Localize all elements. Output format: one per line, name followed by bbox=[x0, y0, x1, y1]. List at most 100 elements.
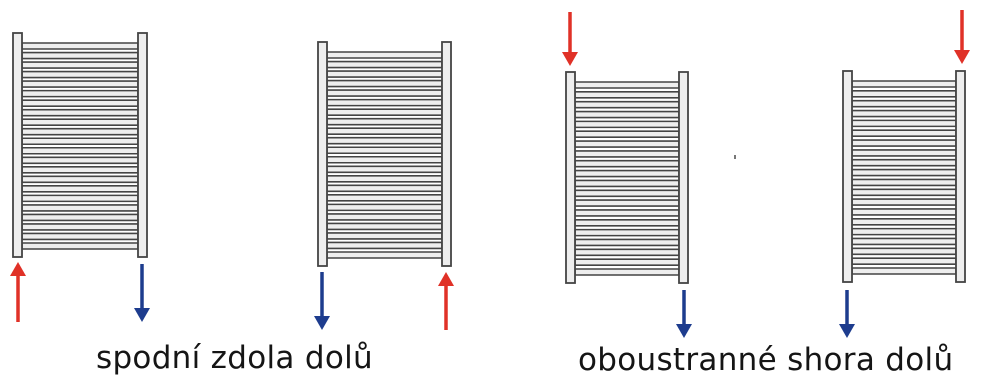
radiator-tube bbox=[326, 203, 443, 212]
radiator-tube bbox=[851, 109, 957, 118]
radiator-tube bbox=[21, 213, 139, 222]
radiator-tube bbox=[574, 179, 680, 188]
arrow-head bbox=[676, 324, 692, 338]
radiator-left-column bbox=[842, 70, 853, 283]
radiator-tube bbox=[574, 130, 680, 139]
radiator-tube bbox=[326, 175, 443, 183]
radiator-left-column bbox=[565, 71, 576, 284]
radiator-4 bbox=[842, 70, 966, 283]
radiator-tube bbox=[851, 178, 957, 187]
radiator-tube bbox=[574, 169, 680, 178]
radiator-right-column bbox=[441, 41, 452, 267]
supply-arrow-radiator-3 bbox=[562, 12, 578, 66]
radiator-tube bbox=[326, 136, 443, 145]
radiator-tube bbox=[574, 218, 680, 227]
radiator-tube bbox=[21, 61, 139, 69]
radiator-tube bbox=[851, 119, 957, 128]
radiator-left-column bbox=[317, 41, 328, 267]
supply-arrow-radiator-4 bbox=[954, 10, 970, 64]
radiator-left-column bbox=[12, 32, 23, 258]
radiator-tube bbox=[574, 258, 680, 266]
arrow-head bbox=[10, 262, 26, 276]
radiator-tube bbox=[326, 146, 443, 155]
radiator-tube bbox=[851, 227, 957, 236]
radiator-1 bbox=[12, 32, 148, 258]
arrow-head bbox=[134, 308, 150, 322]
arrow-head bbox=[839, 324, 855, 338]
arrow-head bbox=[438, 272, 454, 286]
radiator-tube bbox=[326, 222, 443, 231]
radiator-tube bbox=[851, 80, 957, 88]
radiator-tube bbox=[851, 139, 957, 147]
radiator-tube bbox=[21, 70, 139, 79]
radiator-tube bbox=[851, 208, 957, 216]
radiator-tube bbox=[851, 247, 957, 256]
radiator-tube bbox=[326, 70, 443, 78]
radiator-tube bbox=[574, 189, 680, 198]
radiator-2 bbox=[317, 41, 452, 267]
radiator-right-column bbox=[678, 71, 689, 284]
radiator-tube bbox=[326, 89, 443, 97]
radiator-tube bbox=[326, 98, 443, 107]
radiator-tube bbox=[574, 91, 680, 99]
radiator-tube bbox=[574, 268, 680, 276]
radiator-tube bbox=[574, 159, 680, 168]
radiator-tube bbox=[574, 81, 680, 89]
radiator-tube bbox=[326, 108, 443, 116]
radiator-tube bbox=[21, 223, 139, 231]
radiator-tube bbox=[21, 118, 139, 126]
radiator-tube bbox=[326, 194, 443, 202]
radiator-tube bbox=[326, 127, 443, 135]
radiator-tube bbox=[574, 248, 680, 257]
return-arrow-radiator-1 bbox=[134, 264, 150, 322]
radiator-tube bbox=[21, 146, 139, 155]
radiator-tube bbox=[851, 149, 957, 157]
supply-arrow-radiator-2 bbox=[438, 272, 454, 330]
radiator-tube bbox=[326, 155, 443, 164]
radiator-tube bbox=[851, 158, 957, 167]
caption-bottom-connection: spodní zdola dolů bbox=[96, 340, 373, 376]
radiator-tube bbox=[574, 228, 680, 237]
radiator-tube bbox=[326, 79, 443, 88]
radiator-tube bbox=[326, 51, 443, 59]
radiator-tube bbox=[851, 198, 957, 206]
radiator-tube bbox=[851, 129, 957, 138]
radiator-tube bbox=[21, 156, 139, 165]
radiator-tube bbox=[326, 213, 443, 221]
radiator-tube bbox=[21, 137, 139, 146]
radiator-tube bbox=[851, 90, 957, 98]
radiator-tube bbox=[326, 251, 443, 259]
radiator-3 bbox=[565, 71, 689, 284]
radiator-tube bbox=[21, 232, 139, 241]
radiator-tube bbox=[574, 120, 680, 129]
radiator-tube bbox=[21, 185, 139, 193]
radiator-tube bbox=[21, 80, 139, 88]
radiator-tube bbox=[326, 241, 443, 250]
return-arrow-radiator-3 bbox=[676, 290, 692, 338]
radiator-tube bbox=[574, 100, 680, 109]
supply-arrow-radiator-1 bbox=[10, 262, 26, 322]
radiator-tube bbox=[851, 237, 957, 246]
radiator-tube bbox=[21, 175, 139, 184]
radiator-tube bbox=[326, 165, 443, 174]
radiator-tube bbox=[21, 204, 139, 212]
radiator-tube bbox=[574, 110, 680, 119]
radiator-tube bbox=[851, 217, 957, 226]
radiator-tube bbox=[851, 257, 957, 265]
arrow-head bbox=[314, 316, 330, 330]
radiator-tube bbox=[851, 267, 957, 275]
radiator-tube bbox=[21, 166, 139, 174]
radiator-tube bbox=[21, 51, 139, 60]
radiator-tube bbox=[574, 150, 680, 158]
radiator-right-column bbox=[955, 70, 966, 283]
radiator-tube bbox=[574, 238, 680, 247]
radiator-tube bbox=[21, 194, 139, 203]
arrow-head bbox=[562, 52, 578, 66]
radiator-tube bbox=[851, 188, 957, 197]
radiator-tube bbox=[574, 209, 680, 217]
radiator-tube bbox=[21, 99, 139, 107]
radiator-tube bbox=[21, 108, 139, 117]
radiator-tube bbox=[326, 117, 443, 126]
radiator-tube bbox=[574, 140, 680, 148]
